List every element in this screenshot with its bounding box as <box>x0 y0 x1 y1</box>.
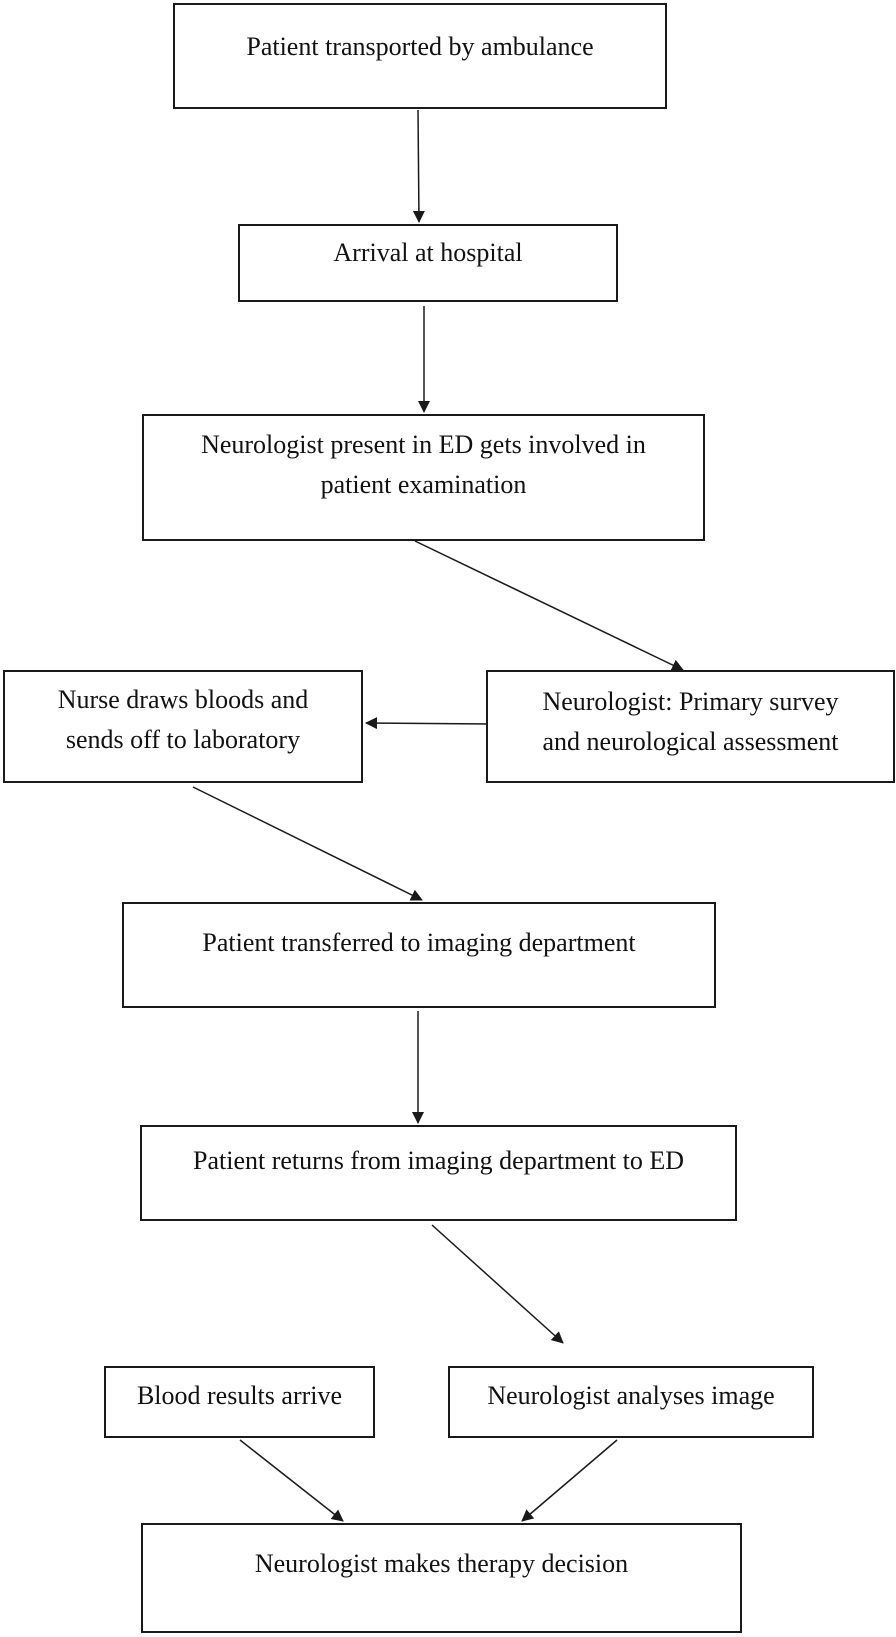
arrow-nurse-to-imaging <box>192 786 423 901</box>
node-nurse-draws-bloods: Nurse draws bloods and sends off to labo… <box>3 670 363 783</box>
arrow-ambulance-to-arrival <box>412 109 425 223</box>
node-label: Neurologist analyses image <box>487 1381 775 1410</box>
node-label: Patient transported by ambulance <box>246 32 594 61</box>
node-neurologist-in-ed: Neurologist present in ED gets involved … <box>142 414 705 541</box>
node-label-line-1: Neurologist present in ED gets involved … <box>201 430 646 459</box>
node-label: Blood results arrive <box>136 1381 343 1410</box>
arrow-returns-to-analyses <box>431 1224 564 1344</box>
node-label-line-2: and neurological assessment <box>542 727 839 756</box>
node-label-line-1: Nurse draws bloods and <box>57 685 309 714</box>
node-therapy-decision: Neurologist makes therapy decision <box>141 1523 742 1633</box>
node-label-line-2: sends off to laboratory <box>65 725 301 754</box>
arrow-primary-to-nurse <box>365 717 493 730</box>
node-analyses-image: Neurologist analyses image <box>448 1366 814 1438</box>
node-label-line-2: patient examination <box>320 470 527 499</box>
node-label: Patient transferred to imaging departmen… <box>202 928 636 957</box>
arrow-blood-to-decision <box>239 1439 344 1522</box>
node-returns-to-ed: Patient returns from imaging department … <box>140 1125 737 1221</box>
node-label-line-1: Neurologist: Primary survey <box>542 687 839 716</box>
node-label: Neurologist makes therapy decision <box>254 1549 629 1578</box>
node-blood-results: Blood results arrive <box>104 1366 375 1438</box>
arrow-neuro-ed-to-primary <box>414 540 684 671</box>
node-transferred-to-imaging: Patient transferred to imaging departmen… <box>122 902 716 1008</box>
node-primary-survey: Neurologist: Primary survey and neurolog… <box>486 670 895 783</box>
node-arrival-at-hospital: Arrival at hospital <box>238 224 618 302</box>
node-label: Patient returns from imaging department … <box>193 1146 684 1175</box>
node-patient-transported: Patient transported by ambulance <box>173 3 667 109</box>
arrow-analyses-to-decision <box>521 1439 618 1522</box>
node-label: Arrival at hospital <box>333 238 523 267</box>
